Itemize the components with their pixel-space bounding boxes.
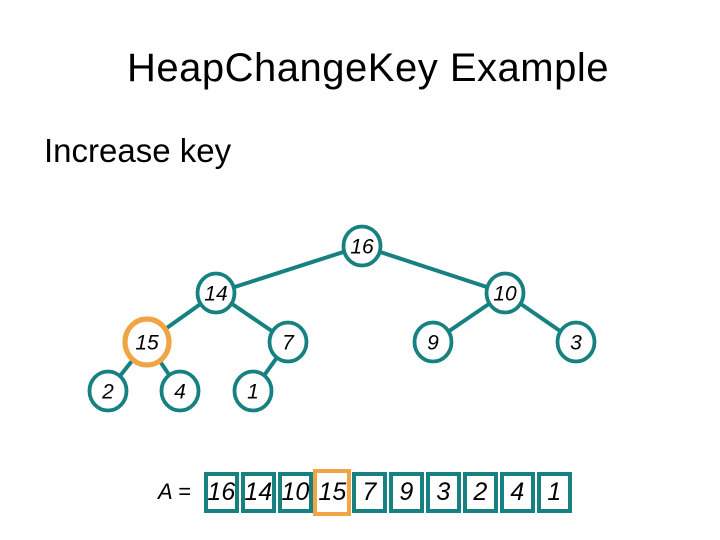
tree-node-2 bbox=[87, 369, 129, 413]
array-cell-2: 2 bbox=[462, 471, 498, 513]
tree-nodes: 16 14 10 15 7 9 3 2 4 1 bbox=[87, 224, 597, 413]
slide-title: HeapChangeKey Example bbox=[127, 46, 609, 90]
array-label: A = bbox=[158, 479, 191, 504]
tree-node-label-16: 16 bbox=[350, 236, 374, 259]
tree-node-4 bbox=[159, 369, 201, 413]
tree-node-7 bbox=[267, 320, 309, 364]
array-cell-4: 4 bbox=[499, 471, 535, 513]
tree-node-label-14: 14 bbox=[204, 283, 227, 306]
tree-node-9 bbox=[412, 320, 454, 364]
array-cell-16: 16 bbox=[203, 471, 239, 513]
array-cell-7: 7 bbox=[351, 471, 387, 513]
tree-edge-16-14 bbox=[214, 244, 364, 295]
tree-node-10 bbox=[484, 271, 526, 315]
tree-node-14 bbox=[195, 271, 237, 315]
tree-node-label-3: 3 bbox=[570, 332, 582, 355]
array-cell-10: 10 bbox=[277, 471, 313, 513]
array-cell-14: 14 bbox=[240, 471, 276, 513]
tree-node-label-4: 4 bbox=[174, 381, 186, 404]
tree-node-label-2: 2 bbox=[101, 381, 114, 404]
tree-edge-16-10 bbox=[360, 244, 507, 295]
array-cell-3: 3 bbox=[425, 471, 461, 513]
array-cell-1: 1 bbox=[536, 471, 572, 513]
tree-node-label-7: 7 bbox=[282, 332, 295, 355]
tree-node-label-1: 1 bbox=[247, 381, 259, 404]
tree-node-15 bbox=[122, 316, 172, 368]
tree-node-16 bbox=[341, 224, 383, 268]
tree-node-label-9: 9 bbox=[427, 332, 439, 355]
tree-node-label-15: 15 bbox=[135, 332, 159, 355]
tree-node-3 bbox=[555, 320, 597, 364]
array-cell-9: 9 bbox=[388, 471, 424, 513]
subtitle-increase-key: Increase key bbox=[44, 132, 232, 169]
tree-node-1 bbox=[232, 369, 274, 413]
tree-node-label-10: 10 bbox=[493, 283, 517, 306]
tree-edges bbox=[106, 244, 578, 393]
array-cell-15: 15 bbox=[313, 468, 352, 516]
